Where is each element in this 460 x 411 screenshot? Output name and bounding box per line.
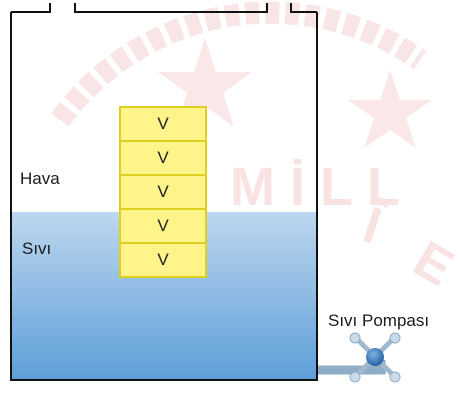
block-2-label: V — [157, 148, 169, 167]
block-1-label: V — [157, 114, 169, 133]
air-label: Hava — [20, 169, 60, 188]
tank — [10, 3, 318, 381]
block-5-label: V — [157, 250, 169, 269]
block-4 — [119, 208, 207, 244]
pump-label: Sıvı Pompası — [328, 311, 430, 330]
block-5 — [119, 242, 207, 278]
svg-text:E: E — [404, 230, 460, 298]
block-stack — [119, 106, 207, 278]
block-4-label: V — [157, 216, 169, 235]
liquid-label: Sıvı — [22, 239, 52, 258]
svg-text:M İ L L: M İ L L — [230, 157, 400, 217]
block-3-label: V — [157, 182, 169, 201]
liquid-pump — [349, 332, 401, 383]
